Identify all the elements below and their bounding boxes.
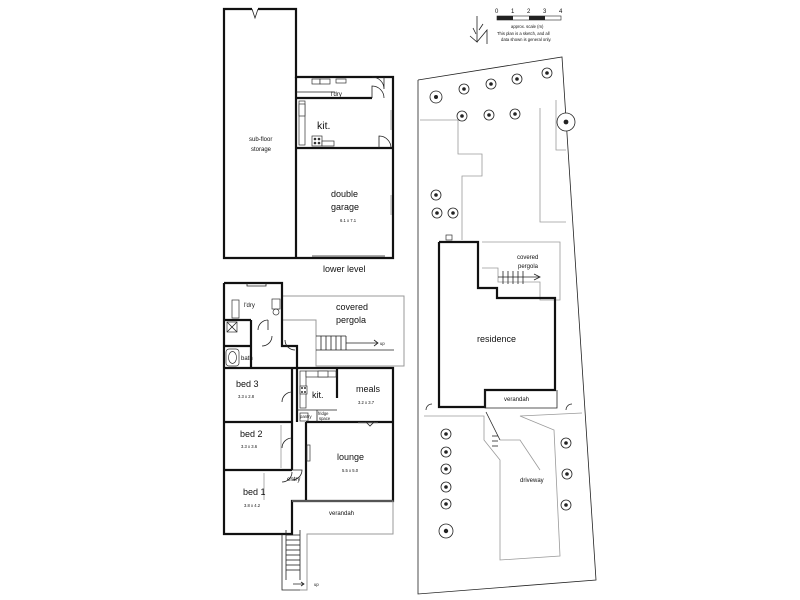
bed1-size: 3.8 x 4.2 [244,503,261,508]
pergola-up-label: up [380,341,385,346]
upper-verandah-label: verandah [329,511,354,517]
site-verandah-label: verandah [504,397,529,403]
scale-tick-0: 0 [495,9,499,15]
site-entry-stairs [492,435,498,447]
lower-kitchen-label: kit. [317,120,330,132]
upper-level-plan: l'dry bath covered pergola up bed 3 3.3 … [222,281,405,591]
fridge-label-line-2: space [319,416,331,421]
scale-tick-3: 3 [543,9,547,15]
lower-level-plan: l'dry kit. sub-floor storage double gara… [222,7,395,274]
garage-label-line-1: double [331,189,358,199]
site-pergola-label-line-2: pergola [518,264,539,270]
fridge-label-line-1: fridge [318,411,329,416]
front-stairs [281,530,305,591]
scale-tick-4: 4 [559,9,563,15]
upper-laundry-label: l'dry [244,303,255,309]
bed3-size: 3.3 x 2.8 [238,394,255,399]
driveway-label: driveway [520,478,544,484]
pergola-stairs [316,335,394,351]
lounge-size: 5.5 x 5.0 [342,468,359,473]
lower-laundry-label: l'dry [331,92,342,98]
scale-tick-2: 2 [527,9,531,15]
upper-kitchen-label: kit. [312,390,324,400]
pergola-label-line-2: pergola [336,315,366,325]
bed2-size: 3.3 x 3.6 [241,444,258,449]
front-up-label: up [314,582,319,587]
north-arrow-icon [469,16,488,44]
scale-bar: 0 1 2 3 4 approx. scale (m) This plan is… [495,9,563,42]
bed1-label: bed 1 [243,487,266,497]
garage-label-line-2: garage [331,202,359,212]
meals-label: meals [356,384,381,394]
disclaimer-line-1: This plan is a sketch, and all [497,31,550,36]
pergola-label-line-1: covered [336,302,368,312]
site-pergola-stairs [498,271,541,284]
storage-label-line-1: sub-floor [249,137,272,143]
site-plan: residence covered pergola verandah drive… [417,56,597,595]
garage-size: 6.1 x 7.1 [340,218,357,223]
bed3-label: bed 3 [236,379,259,389]
scale-caption: approx. scale (m) [511,24,544,29]
residence-label: residence [477,334,516,344]
disclaimer-line-2: data shown is general only. [501,37,551,42]
tree-icons [429,67,576,539]
bed2-label: bed 2 [240,429,263,439]
pantry-label: pantry [300,414,313,419]
lower-level-title: lower level [323,264,366,274]
bath-label: bath [241,356,253,362]
site-pergola-label-line-1: covered [517,255,538,261]
entry-label: entry [287,477,300,483]
scale-tick-1: 1 [511,9,515,15]
lounge-label: lounge [337,452,364,462]
meals-size: 3.2 x 3.7 [358,400,375,405]
storage-label-line-2: storage [251,147,272,153]
